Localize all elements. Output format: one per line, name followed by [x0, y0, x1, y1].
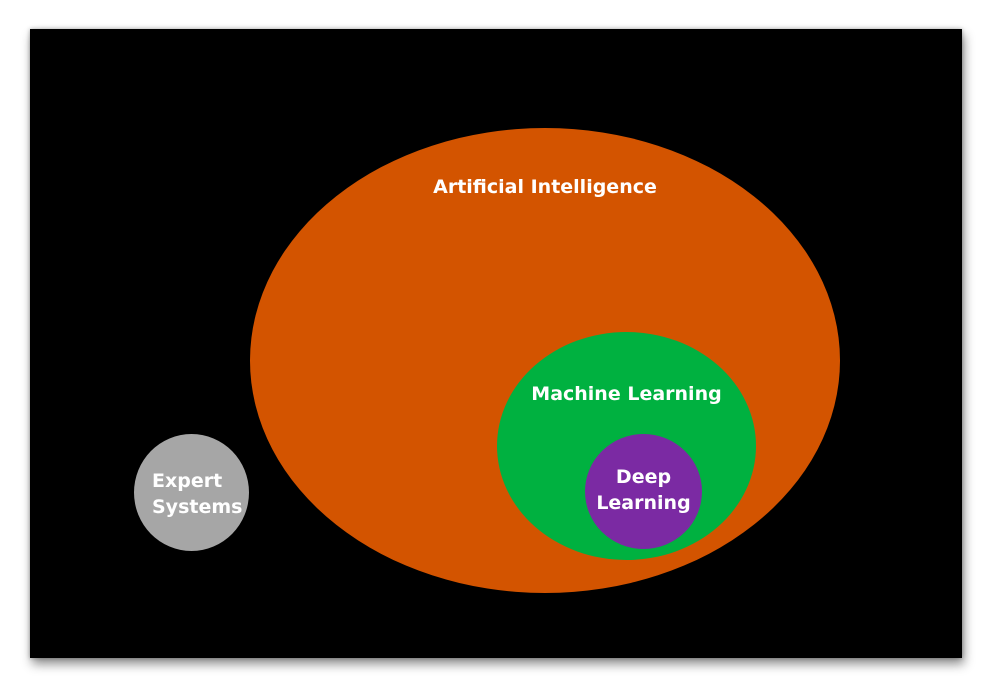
- ai-label: Artificial Intelligence: [433, 176, 657, 198]
- es-circle: [134, 434, 249, 551]
- es-label: Expert Systems: [152, 470, 243, 518]
- dl-circle: [585, 434, 702, 549]
- dl-label: Deep Learning: [596, 466, 691, 514]
- ml-label: Machine Learning: [531, 383, 722, 405]
- diagram-canvas: Artificial Intelligence Machine Learning…: [30, 29, 962, 658]
